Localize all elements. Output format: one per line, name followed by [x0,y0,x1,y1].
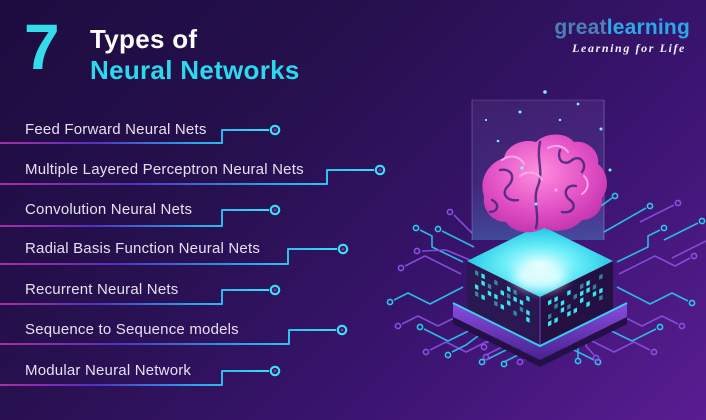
logo-tagline: Learning for Life [572,41,686,55]
big-number-7: 7 [24,11,60,83]
list-item: Radial Basis Function Neural Nets [25,240,261,257]
logo-part-great: great [554,16,607,39]
brain-icon [482,134,607,233]
list-item: Recurrent Neural Nets [25,281,179,298]
list-item: Sequence to Sequence models [25,321,239,338]
brain-chip-illustration [386,90,706,368]
connector-rings [269,124,386,377]
list-item: Modular Neural Network [25,362,192,379]
connector-lines [0,129,374,386]
page-title: Types of Neural Networks [90,24,300,86]
logo-part-learning: learning [606,16,690,39]
sparkle-dots [484,90,612,172]
list-item: Convolution Neural Nets [25,201,193,218]
list-item: Feed Forward Neural Nets [25,121,207,138]
led-matrix-right [548,273,603,327]
logo-wordmark: greatlearning [554,16,690,40]
list-item: Multiple Layered Perceptron Neural Nets [25,161,304,178]
greatlearning-logo: greatlearning Learning for Life [554,16,690,56]
title-line-1: Types of [90,24,198,54]
chip-pedestal [452,225,628,367]
title-line-2: Neural Networks [90,55,300,85]
led-matrix-left [475,269,530,323]
